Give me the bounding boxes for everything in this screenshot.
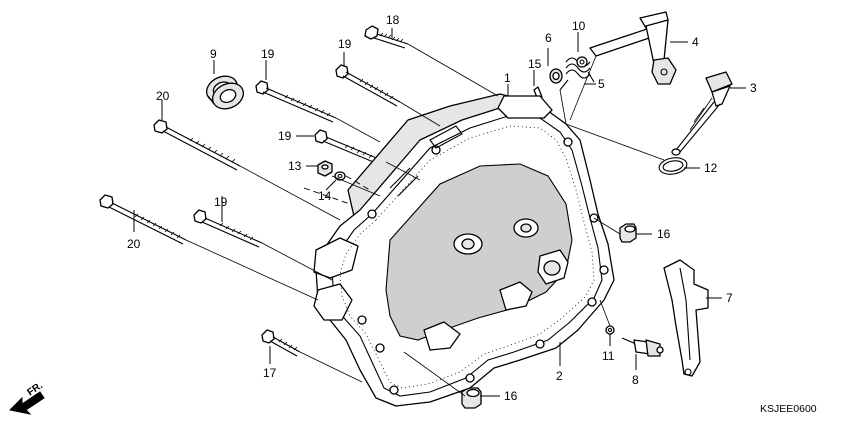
callout-17: 17 <box>263 366 277 380</box>
callout-labels: 18 19 19 9 20 1 6 10 15 4 3 5 19 13 14 1… <box>127 13 757 403</box>
dowel-pin-16-upper <box>619 223 637 243</box>
callout-leaders <box>133 28 746 397</box>
neutral-switch-8 <box>621 337 664 357</box>
washer-14 <box>334 171 346 181</box>
washer-10 <box>576 56 588 68</box>
callout-20-lower: 20 <box>127 237 141 251</box>
bolt-20-lower <box>99 194 187 245</box>
callout-11: 11 <box>602 349 615 363</box>
o-ring-12 <box>658 157 688 175</box>
callout-3: 3 <box>750 81 757 95</box>
callout-8: 8 <box>632 373 639 387</box>
cover-plate-7 <box>663 259 709 377</box>
callout-19-lower: 19 <box>214 195 228 209</box>
callout-20-upper: 20 <box>156 89 170 103</box>
callout-10: 10 <box>572 19 586 33</box>
callout-19-left: 19 <box>261 47 275 61</box>
callout-6: 6 <box>545 31 552 45</box>
callout-2: 2 <box>556 369 563 383</box>
nut-13 <box>317 160 333 177</box>
front-arrow-icon <box>8 391 45 415</box>
callout-4: 4 <box>692 35 699 49</box>
diagram-code: KSJEE0600 <box>760 403 817 415</box>
callout-15: 15 <box>528 57 542 71</box>
oil-level-gauge-3 <box>671 71 733 156</box>
washer-11 <box>605 325 615 335</box>
callout-19-upper: 19 <box>338 37 352 51</box>
bolt-17 <box>261 329 301 357</box>
callout-16-upper: 16 <box>657 227 671 241</box>
callout-13: 13 <box>288 159 302 173</box>
bolt-19-upper <box>335 64 401 107</box>
callout-7: 7 <box>726 291 733 305</box>
bolt-20-upper <box>153 119 241 171</box>
callout-12: 12 <box>704 161 718 175</box>
callout-16-lower: 16 <box>504 389 518 403</box>
callout-1: 1 <box>504 71 511 85</box>
bolt-19-left <box>255 80 337 123</box>
collar-6 <box>549 68 563 84</box>
callout-5: 5 <box>598 77 605 91</box>
front-direction-marker: FR. <box>8 380 45 415</box>
right-crankcase-cover-1 <box>313 93 615 407</box>
callout-19-middle: 19 <box>278 129 292 143</box>
oil-seal-9 <box>205 75 245 110</box>
shift-shaft-arm-4 <box>589 11 677 85</box>
bolt-19-lower <box>193 209 263 248</box>
bolt-18 <box>364 25 409 49</box>
assembly-lines <box>185 43 665 397</box>
callout-18: 18 <box>386 13 400 27</box>
dowel-pin-16-lower <box>461 387 482 409</box>
callout-14: 14 <box>318 189 332 203</box>
callout-9: 9 <box>210 47 217 61</box>
